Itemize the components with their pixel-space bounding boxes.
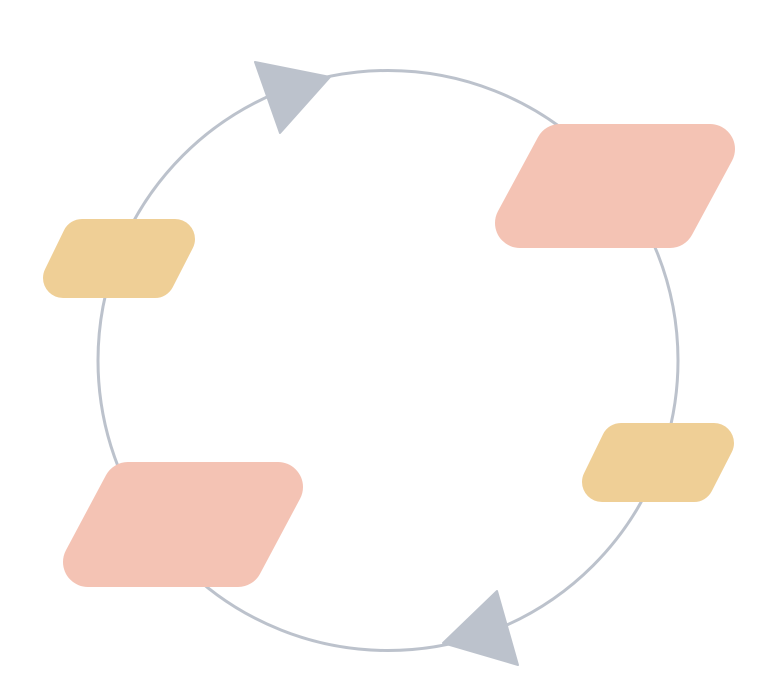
node-left <box>43 219 195 298</box>
arrow-bottom <box>442 590 519 666</box>
arrow-top <box>254 61 331 134</box>
node-top-right <box>495 124 735 248</box>
cycle-ring <box>96 69 680 652</box>
node-right <box>582 423 734 502</box>
node-bottom-left <box>63 462 303 587</box>
